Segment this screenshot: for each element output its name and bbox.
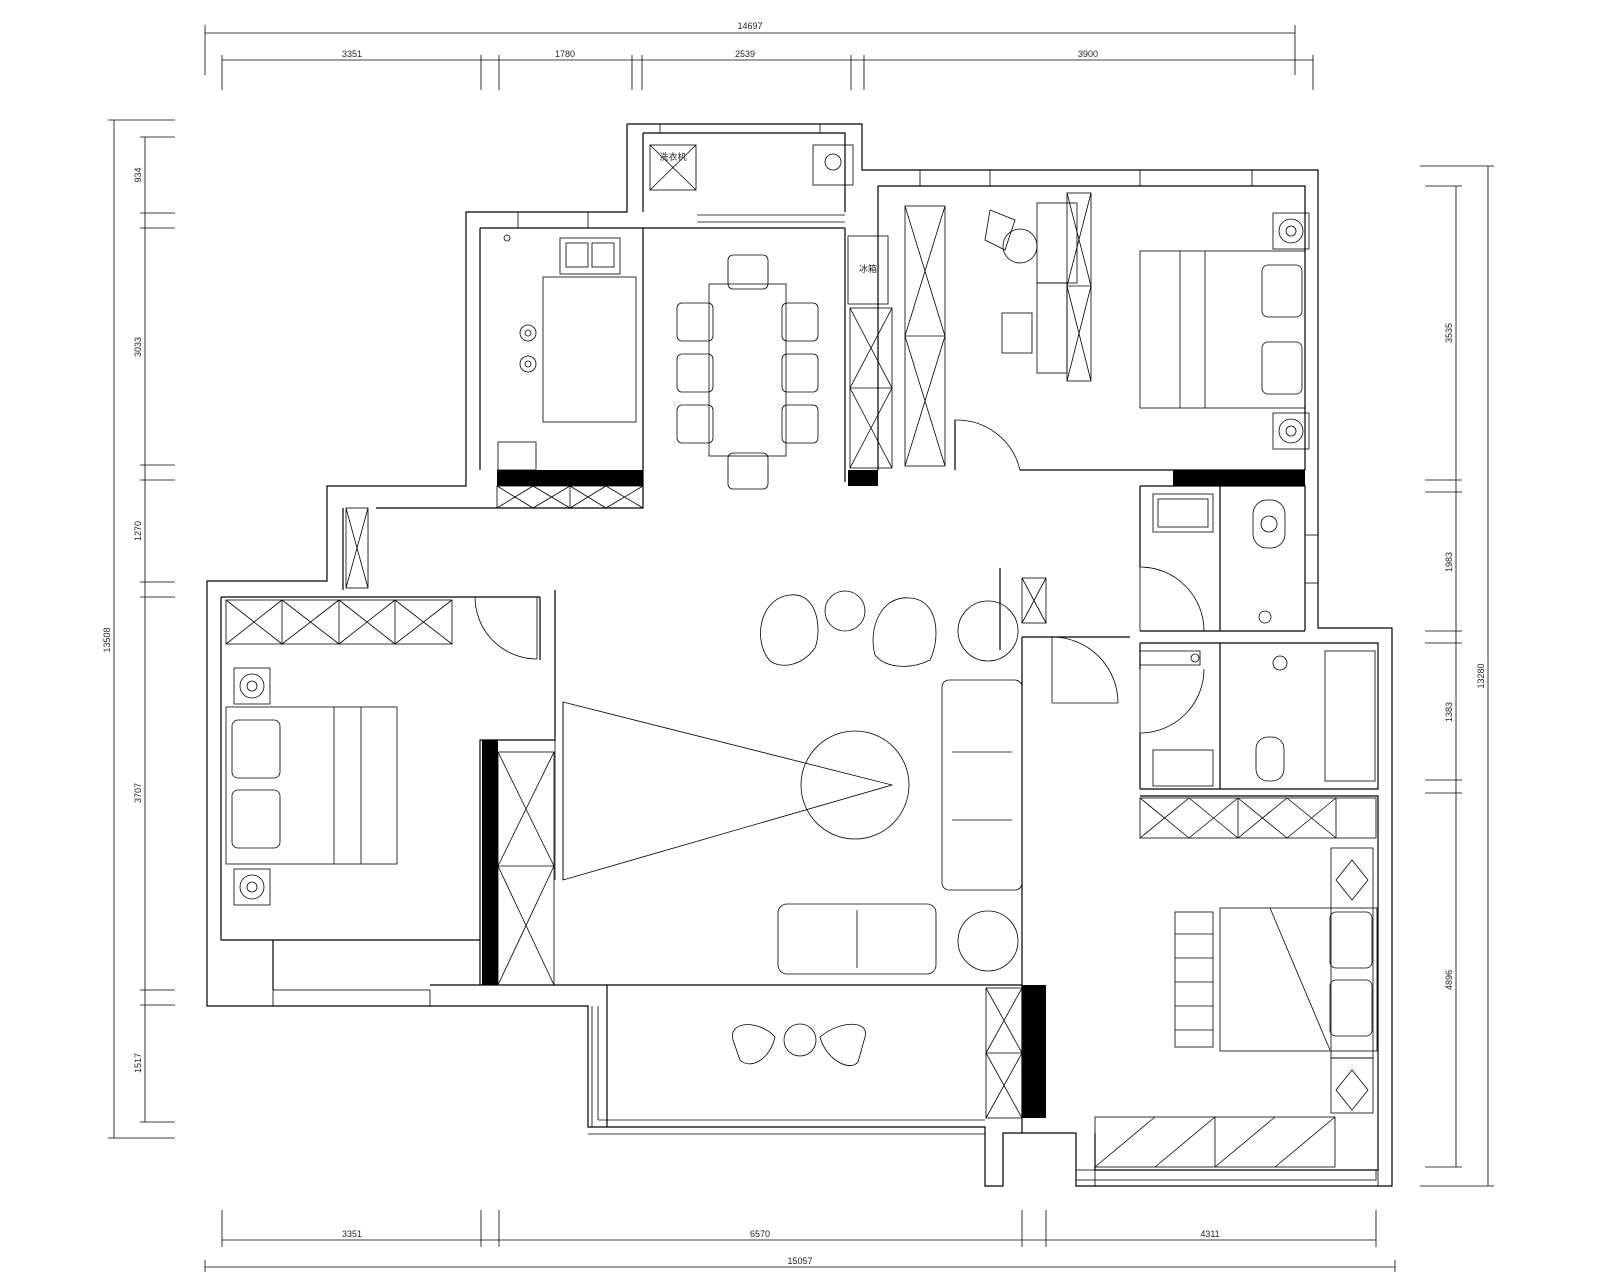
washer-label: 洗衣机	[659, 151, 686, 162]
dim-top-1: 3351	[342, 49, 362, 59]
dimension-bottom: 3351 6570 4311 15057	[204, 1210, 1396, 1272]
kitchen	[497, 234, 637, 471]
dim-right-2: 1983	[1444, 552, 1454, 572]
dim-bottom-2: 6570	[750, 1229, 770, 1239]
doors	[474, 419, 1205, 734]
balcony	[732, 1023, 866, 1066]
dim-left-1: 934	[133, 167, 143, 182]
dim-bottom-1: 3351	[342, 1229, 362, 1239]
dimension-right: 13280 3535 1983 1383 4896	[1420, 165, 1494, 1187]
living-room	[554, 590, 1023, 975]
dim-right-3: 1383	[1444, 702, 1454, 722]
dim-left-4: 3707	[133, 783, 143, 803]
walls	[206, 123, 1393, 1187]
dining-area: 冰箱 洗衣机	[649, 144, 889, 490]
wardrobes	[225, 192, 1377, 1168]
dim-left-2: 3033	[133, 337, 143, 357]
dim-right-1: 3535	[1444, 323, 1454, 343]
dim-right-total: 13280	[1476, 663, 1486, 688]
dim-top-4: 3900	[1078, 49, 1098, 59]
fridge-label: 冰箱	[859, 263, 877, 274]
dim-top-total: 14697	[737, 21, 762, 31]
bedroom-southeast	[1174, 907, 1378, 1052]
dim-top-2: 1780	[555, 49, 575, 59]
dim-left-5: 1517	[133, 1053, 143, 1073]
dim-bottom-3: 4311	[1200, 1229, 1219, 1239]
bedroom-west	[225, 667, 398, 906]
dim-top-3: 2539	[735, 49, 755, 59]
dimension-top: 14697 3351 1780 2539 3900	[204, 21, 1314, 90]
columns	[482, 470, 1305, 1118]
dimension-left: 13508 934 3033 1270 3707 1517	[102, 119, 175, 1139]
dim-right-4: 4896	[1444, 970, 1454, 990]
bathrooms	[1139, 493, 1376, 787]
dim-left-total: 13508	[102, 627, 112, 652]
windows	[272, 123, 1379, 1187]
dim-left-3: 1270	[133, 521, 143, 541]
dim-bottom-total: 15057	[787, 1256, 812, 1266]
master-bedroom	[984, 202, 1310, 450]
